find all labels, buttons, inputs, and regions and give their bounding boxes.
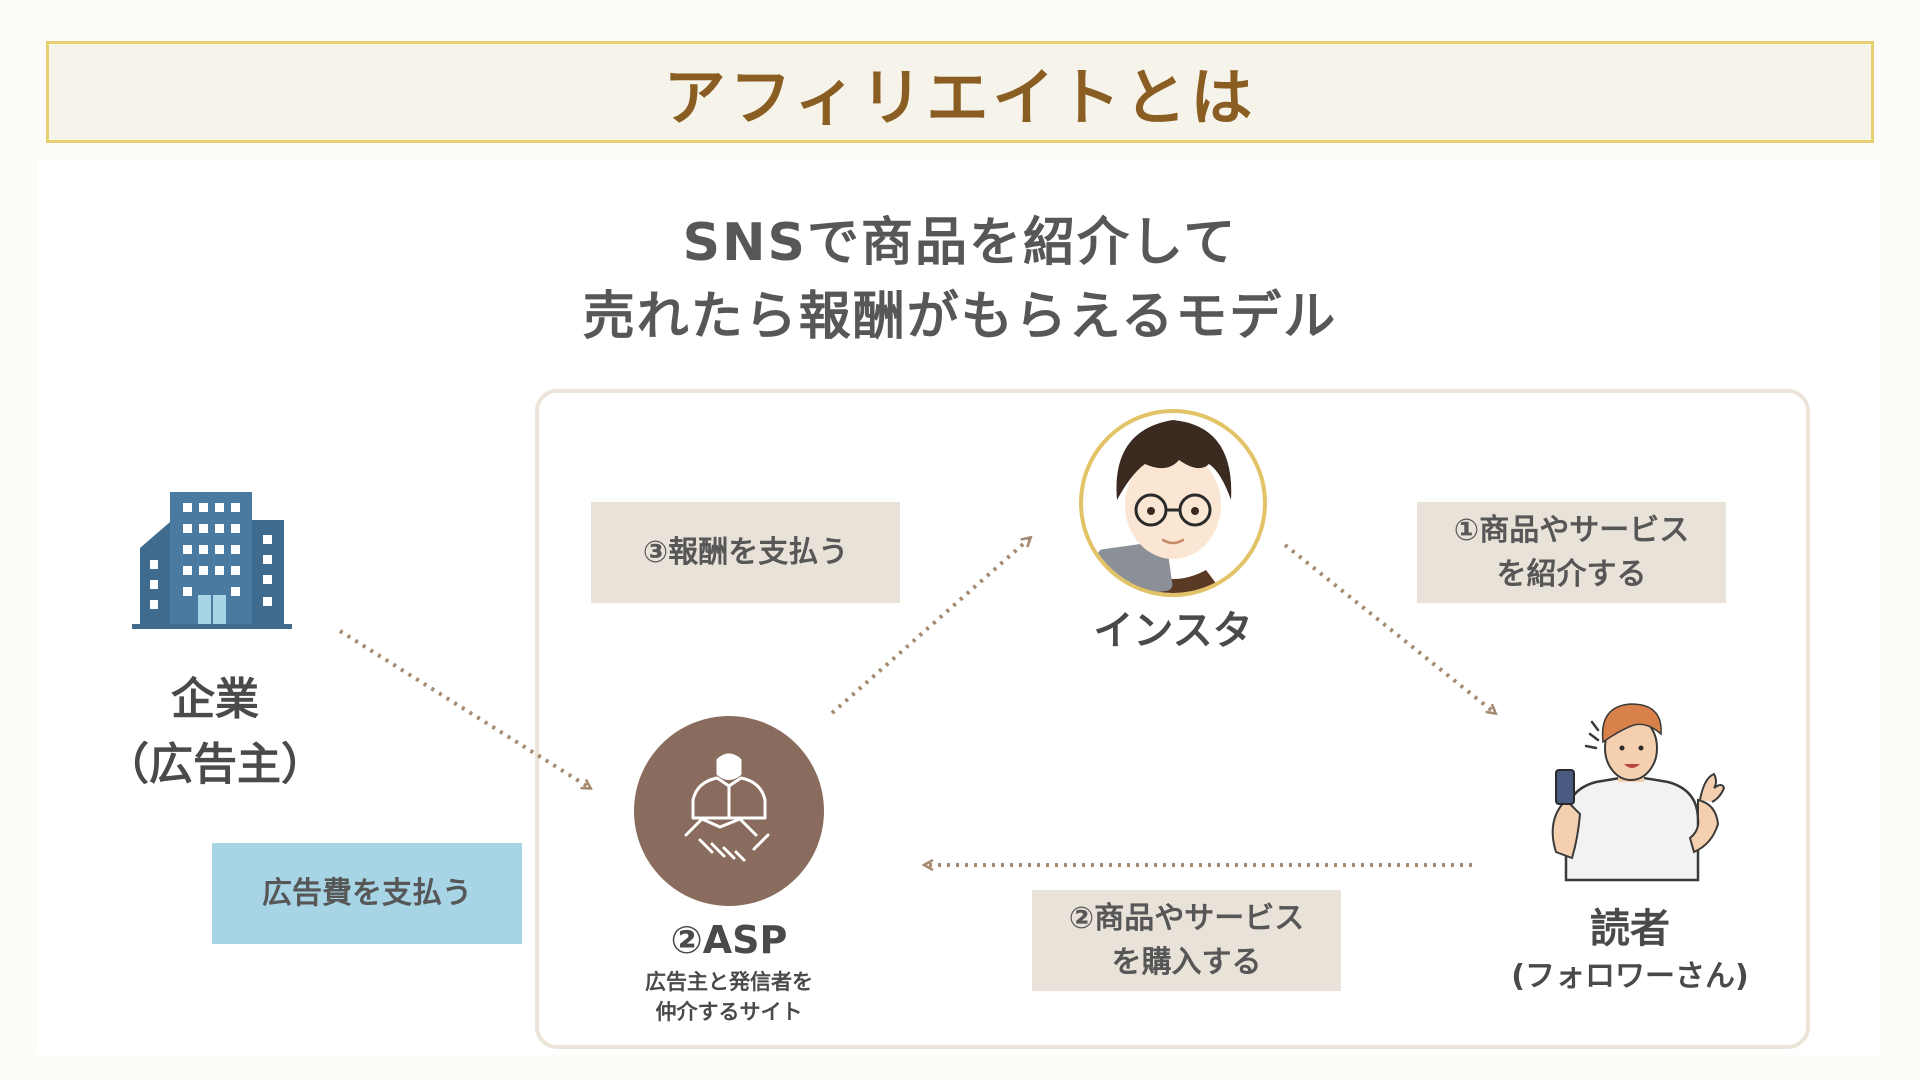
subtitle-line-1: SNSで商品を紹介して bbox=[682, 213, 1238, 273]
purchase-label: ②商品やサービス を購入する bbox=[1032, 890, 1341, 991]
company-label: 企業 bbox=[171, 674, 259, 725]
ad-fee-text: 広告費を支払う bbox=[262, 875, 472, 911]
ad-fee-label: 広告費を支払う bbox=[212, 843, 522, 944]
handshake-icon bbox=[684, 753, 770, 862]
reader-label: 読者 bbox=[1590, 906, 1670, 952]
insta-label: インスタ bbox=[1093, 608, 1253, 654]
company-sub-label: （広告主） bbox=[105, 739, 325, 790]
purchase-text-line-1: ②商品やサービス bbox=[1068, 900, 1305, 936]
introduce-text-line-2: を紹介する bbox=[1496, 556, 1647, 592]
reward-label: ③報酬を支払う bbox=[591, 502, 900, 603]
asp-desc-line-1: 広告主と発信者を bbox=[645, 970, 813, 994]
purchase-text-line-2: を購入する bbox=[1111, 944, 1262, 980]
reader-sub-label: (フォロワーさん) bbox=[1511, 959, 1749, 994]
asp-label: ②ASP bbox=[670, 918, 788, 962]
subtitle-line-2: 売れたら報酬がもらえるモデル bbox=[582, 287, 1338, 347]
page-title: アフィリエイトとは bbox=[663, 61, 1257, 134]
avatar-icon bbox=[1079, 409, 1267, 597]
reward-text: ③報酬を支払う bbox=[642, 534, 849, 570]
title-banner: アフィリエイトとは bbox=[46, 41, 1874, 143]
introduce-text-line-1: ①商品やサービス bbox=[1453, 512, 1690, 548]
introduce-label: ①商品やサービス を紹介する bbox=[1417, 502, 1726, 603]
reader-icon bbox=[1551, 703, 1726, 882]
asp-desc-line-2: 仲介するサイト bbox=[655, 1000, 803, 1024]
building-icon bbox=[132, 492, 292, 629]
